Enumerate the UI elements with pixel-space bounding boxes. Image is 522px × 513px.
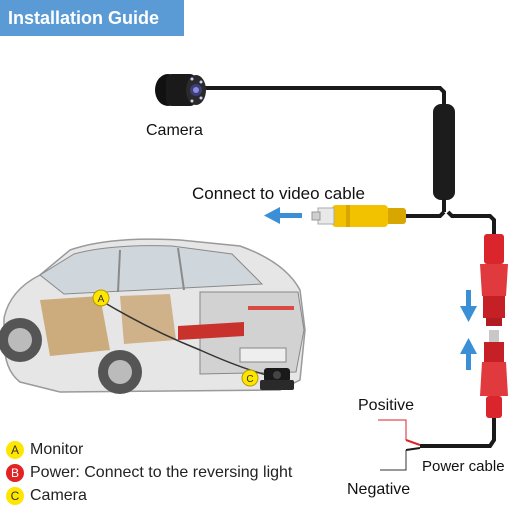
plate-camera-icon [260, 368, 294, 390]
legend-item-monitor: A Monitor [6, 438, 292, 461]
legend-text: Camera [30, 486, 87, 504]
camera-label: Camera [146, 122, 203, 139]
legend-text: Monitor [30, 440, 84, 458]
arrow-down-icon [460, 290, 477, 322]
legend-text: Power: Connect to the reversing light [30, 463, 293, 481]
camera-cable [205, 86, 446, 112]
arrow-up-icon [460, 338, 477, 370]
video-cable [402, 210, 446, 218]
dc-female-connector [480, 234, 508, 326]
rca-connector [311, 205, 406, 227]
positive-wire [405, 439, 421, 446]
legend-item-power: B Power: Connect to the reversing light [6, 461, 292, 484]
dc-male-connector [480, 330, 508, 418]
camera-icon [155, 74, 206, 106]
power-cable-label: Power cable [422, 458, 505, 475]
positive-label: Positive [358, 397, 415, 414]
svg-text:C: C [246, 374, 253, 385]
video-cable-label: Connect to video cable [192, 184, 365, 203]
svg-text:A: A [98, 294, 105, 305]
negative-label: Negative [347, 481, 411, 498]
legend-badge: C [6, 486, 24, 505]
legend-badge: A [6, 440, 24, 459]
power-split-cable [446, 210, 496, 236]
negative-wire [405, 447, 421, 451]
negative-leader [380, 450, 407, 471]
car-marker-a: A [92, 289, 110, 307]
legend: A Monitor B Power: Connect to the revers… [6, 438, 292, 507]
inline-box [433, 104, 455, 200]
car-marker-c: C [241, 369, 259, 387]
car-illustration: A C [0, 238, 306, 394]
arrow-left-icon [264, 207, 302, 224]
positive-leader [378, 419, 407, 440]
power-cable [420, 418, 496, 448]
page-title: Installation Guide [0, 0, 184, 36]
legend-item-camera: C Camera [6, 484, 292, 507]
legend-badge: B [6, 463, 24, 482]
